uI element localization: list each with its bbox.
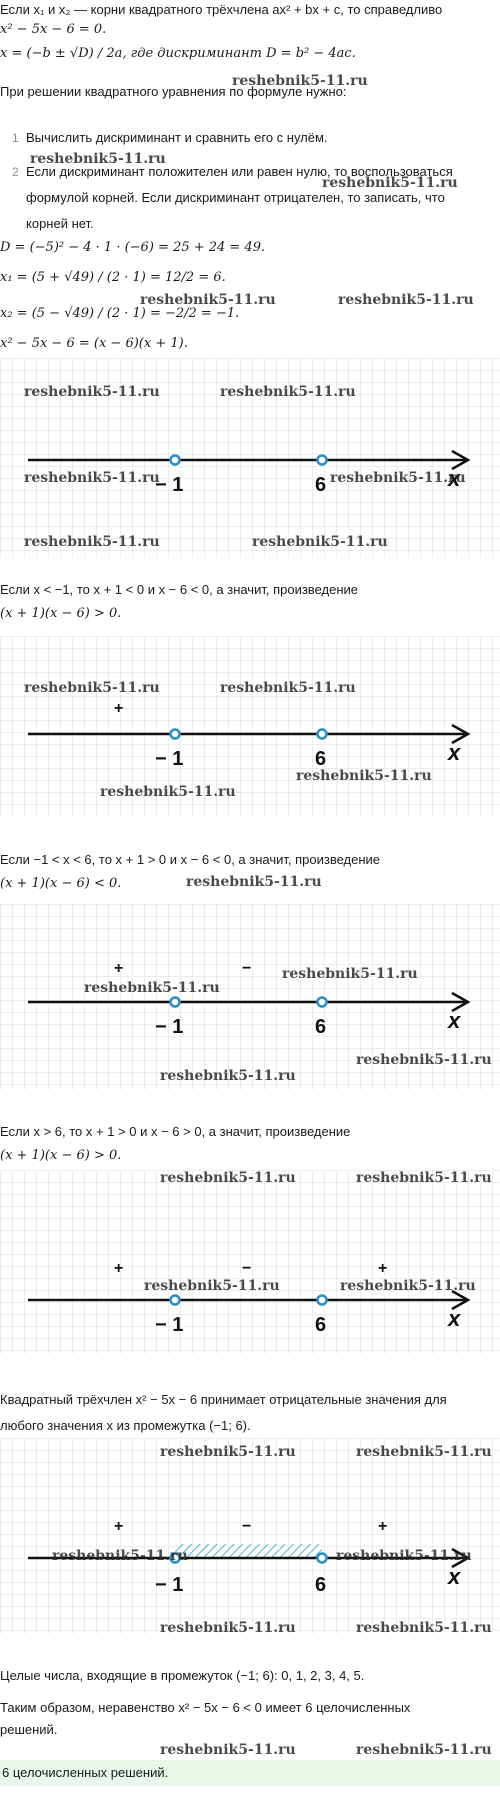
final-line-2: решений. — [0, 1722, 58, 1737]
watermark: reshebnik5-11.ru — [340, 1278, 476, 1294]
point-label-left: − 1 — [155, 1574, 184, 1596]
watermark: reshebnik5-11.ru — [330, 470, 466, 486]
sign-left: + — [114, 1518, 124, 1535]
integers-line: Целые числа, входящие в промежуток (−1; … — [0, 1668, 365, 1683]
watermark: reshebnik5-11.ru — [160, 1170, 296, 1186]
watermark: reshebnik5-11.ru — [232, 73, 368, 89]
watermark: reshebnik5-11.ru — [220, 680, 356, 696]
axis-label: x — [448, 1306, 461, 1331]
watermark: reshebnik5-11.ru — [140, 292, 276, 308]
watermark: reshebnik5-11.ru — [282, 966, 418, 982]
case2-inequality: (x + 1)(x − 6) < 0. — [0, 876, 122, 891]
case1-text: Если x < −1, то x + 1 < 0 и x − 6 < 0, а… — [0, 582, 358, 597]
number-line — [28, 991, 471, 1013]
watermark: reshebnik5-11.ru — [252, 534, 388, 550]
sign-middle: − — [242, 1518, 252, 1535]
case3-text: Если x > 6, то x + 1 > 0 и x − 6 > 0, а … — [0, 1124, 351, 1139]
watermark: reshebnik5-11.ru — [100, 784, 236, 800]
step-text: корней нет. — [26, 216, 94, 231]
watermark: reshebnik5-11.ru — [338, 292, 474, 308]
step-text: формулой корней. Если дискриминант отриц… — [26, 190, 445, 205]
point-label-right: 6 — [315, 474, 327, 496]
factorization: x² − 5x − 6 = (x − 6)(x + 1). — [0, 336, 188, 351]
number-line-grid: reshebnik5-11.ru reshebnik5-11.ru + − 1 … — [0, 636, 500, 816]
number-line — [28, 1544, 471, 1569]
watermark: reshebnik5-11.ru — [24, 534, 160, 550]
sign-middle: − — [242, 1260, 252, 1277]
watermark: reshebnik5-11.ru — [356, 1620, 492, 1636]
number-line — [28, 449, 471, 471]
axis-label: x — [448, 740, 461, 765]
watermark: reshebnik5-11.ru — [30, 151, 166, 167]
sign-middle: − — [242, 960, 252, 977]
axis-label: x — [448, 466, 461, 491]
point-label-right: 6 — [315, 748, 327, 770]
roots-formula: x = (−b ± √D) / 2a, где дискриминант D =… — [0, 46, 356, 61]
watermark: reshebnik5-11.ru — [52, 1548, 188, 1564]
sign-left: + — [114, 700, 124, 717]
watermark: reshebnik5-11.ru — [24, 680, 160, 696]
conclusion-line-1: Квадратный трёхчлен x² − 5x − 6 принимае… — [0, 1392, 447, 1407]
case2-text: Если −1 < x < 6, то x + 1 > 0 и x − 6 < … — [0, 852, 381, 867]
point-label-left: − 1 — [155, 1314, 184, 1336]
case1-inequality: (x + 1)(x − 6) > 0. — [0, 606, 122, 621]
number-line-grid: reshebnik5-11.ru reshebnik5-11.ru + − + … — [0, 1438, 500, 1636]
watermark: reshebnik5-11.ru — [356, 1444, 492, 1460]
watermark: reshebnik5-11.ru — [160, 1068, 296, 1084]
root-x1-calc: x₁ = (5 + √49) / (2 · 1) = 12/2 = 6. — [0, 270, 226, 285]
sign-left: + — [114, 1260, 124, 1277]
intro-line-4: При решении квадратного уравнения по фор… — [0, 84, 347, 99]
sign-right: + — [378, 1518, 388, 1535]
watermark: reshebnik5-11.ru — [356, 1742, 492, 1758]
watermark: reshebnik5-11.ru — [322, 175, 458, 191]
watermark: reshebnik5-11.ru — [356, 1170, 492, 1186]
intro-line-1: Если x₁ и x₂ — корни квадратного трёхчле… — [0, 2, 443, 17]
watermark: reshebnik5-11.ru — [24, 384, 160, 400]
step-text: Если дискриминант положителен или равен … — [26, 164, 453, 179]
watermark: reshebnik5-11.ru — [160, 1444, 296, 1460]
number-line — [28, 723, 471, 745]
sign-right: + — [378, 1260, 388, 1277]
watermark: reshebnik5-11.ru — [186, 874, 322, 890]
watermark: reshebnik5-11.ru — [24, 470, 160, 486]
watermark: reshebnik5-11.ru — [144, 1278, 280, 1294]
point-label-right: 6 — [315, 1016, 327, 1038]
point-label-left: − 1 — [155, 474, 184, 496]
watermark: reshebnik5-11.ru — [356, 1052, 492, 1068]
discriminant-calc: D = (−5)² − 4 · 1 · (−6) = 25 + 24 = 49. — [0, 240, 266, 255]
step-text: Вычислить дискриминант и сравнить его с … — [26, 130, 328, 145]
point-label-right: 6 — [315, 1574, 327, 1596]
watermark: reshebnik5-11.ru — [336, 1548, 472, 1564]
number-line-grid: reshebnik5-11.ru reshebnik5-11.ru + − + … — [0, 1170, 500, 1354]
case3-inequality: (x + 1)(x − 6) > 0. — [0, 1148, 122, 1163]
axis-label: x — [448, 1008, 461, 1033]
watermark: reshebnik5-11.ru — [160, 1620, 296, 1636]
point-label-right: 6 — [315, 1314, 327, 1336]
axis-label: x — [448, 1564, 461, 1589]
watermark: reshebnik5-11.ru — [160, 1742, 296, 1758]
watermark: reshebnik5-11.ru — [84, 980, 220, 996]
point-label-left: − 1 — [155, 1016, 184, 1038]
watermark: reshebnik5-11.ru — [220, 384, 356, 400]
solution-interval-hatch — [175, 1544, 322, 1558]
step-number: 2 — [12, 165, 19, 179]
intro-equation: x² − 5x − 6 = 0. — [0, 22, 107, 37]
number-line-grid: reshebnik5-11.ru reshebnik5-11.ru − 1 6 … — [0, 358, 500, 558]
sign-left: + — [114, 960, 124, 977]
watermark: reshebnik5-11.ru — [296, 768, 432, 784]
answer-box: 6 целочисленных решений. — [0, 1760, 500, 1786]
conclusion-line-2: любого значения x из промежутка (−1; 6). — [0, 1418, 251, 1433]
root-x2-calc: x₂ = (5 − √49) / (2 · 1) = −2/2 = −1. — [0, 306, 240, 321]
number-line-grid: + − reshebnik5-11.ru reshebnik5-11.ru − … — [0, 904, 500, 1090]
step-number: 1 — [12, 131, 19, 145]
number-line — [28, 1289, 471, 1311]
point-label-left: − 1 — [155, 748, 184, 770]
final-line-1: Таким образом, неравенство x² − 5x − 6 <… — [0, 1700, 411, 1715]
